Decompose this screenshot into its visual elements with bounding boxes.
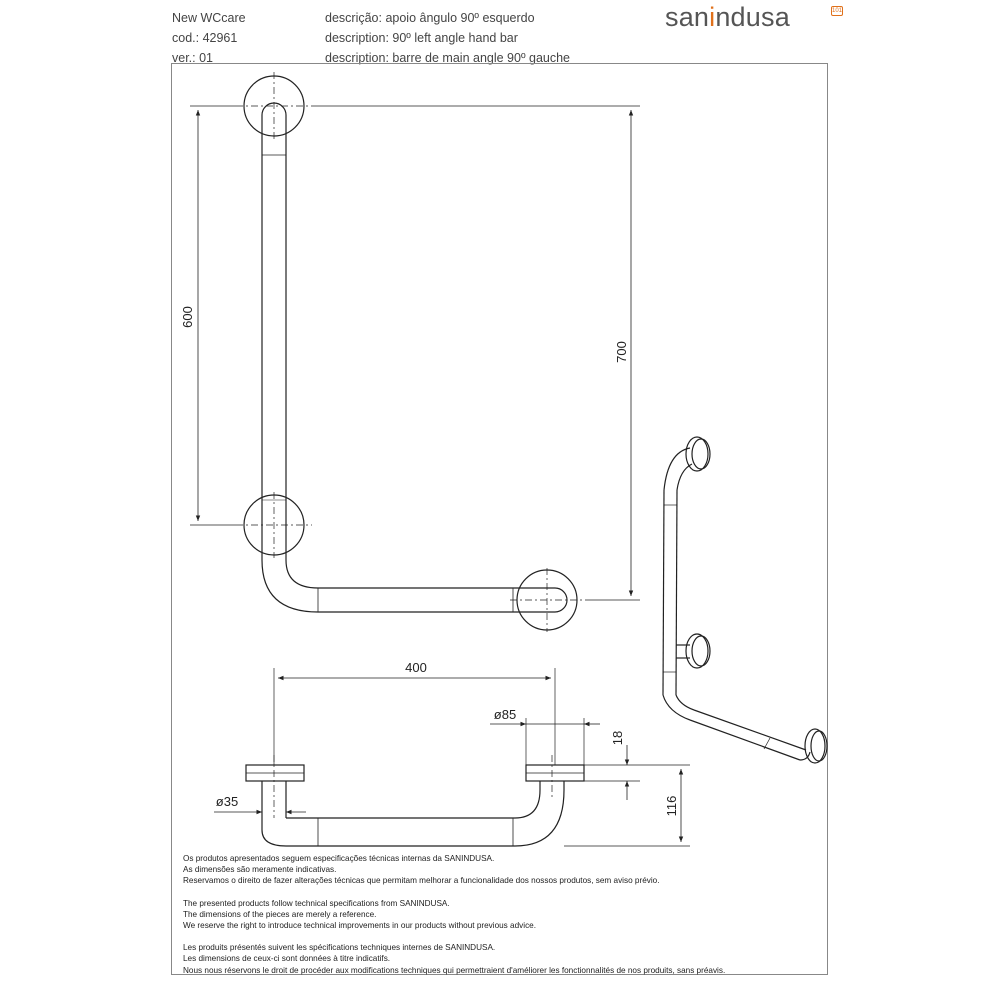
note-line: The presented products follow technical … [183,898,450,908]
note-line: We reserve the right to introduce techni… [183,921,536,931]
dim-label-flange-diameter: ø85 [494,707,516,722]
dim-label-700: 700 [614,341,629,363]
note-line: As dimensões são meramente indicativas. [183,865,337,875]
note-line: Reservamos o direito de fazer alterações… [183,876,660,886]
note-line: Nous nous réservons le droit de procéder… [183,965,726,975]
note-line: Les produits présentés suivent les spéci… [183,943,496,953]
dim-label-400: 400 [405,660,427,675]
description-fr: description: barre de main angle 90º gau… [325,51,571,65]
product-info: New WCcare cod.: 42961 ver.: 01 [172,8,246,68]
product-code: cod.: 42961 [172,31,238,45]
product-version: ver.: 01 [172,51,213,65]
dim-label-tube-diameter: ø35 [216,794,238,809]
notes-en: The presented products follow technical … [183,898,823,932]
note-line: The dimensions of the pieces are merely … [183,909,377,919]
product-descriptions: descrição: apoio ângulo 90º esquerdo des… [325,8,570,68]
description-pt: descrição: apoio ângulo 90º esquerdo [325,11,535,25]
perspective-view [662,436,828,764]
brand-logo: sanindusa [665,2,790,32]
bottom-view [214,668,690,847]
front-view [190,72,640,632]
note-line: Les dimensions de ceux-ci sont données à… [183,954,391,964]
title-block: New WCcare cod.: 42961 ver.: 01 descriçã… [0,0,1000,65]
notes-fr: Les produits présentés suivent les spéci… [183,942,823,976]
description-en: description: 90º left angle hand bar [325,31,518,45]
drawing-frame [171,63,828,975]
brand-mark-icon: 101 [831,6,843,16]
product-line: New WCcare [172,11,246,25]
dim-label-projection: 116 [664,796,679,817]
disclaimer-notes: Os produtos apresentados seguem especifi… [183,853,823,987]
dim-label-flange-thickness: 18 [610,731,625,745]
dim-label-600: 600 [180,306,195,328]
note-line: Os produtos apresentados seguem especifi… [183,854,495,863]
notes-pt: Os produtos apresentados seguem especifi… [183,853,823,887]
